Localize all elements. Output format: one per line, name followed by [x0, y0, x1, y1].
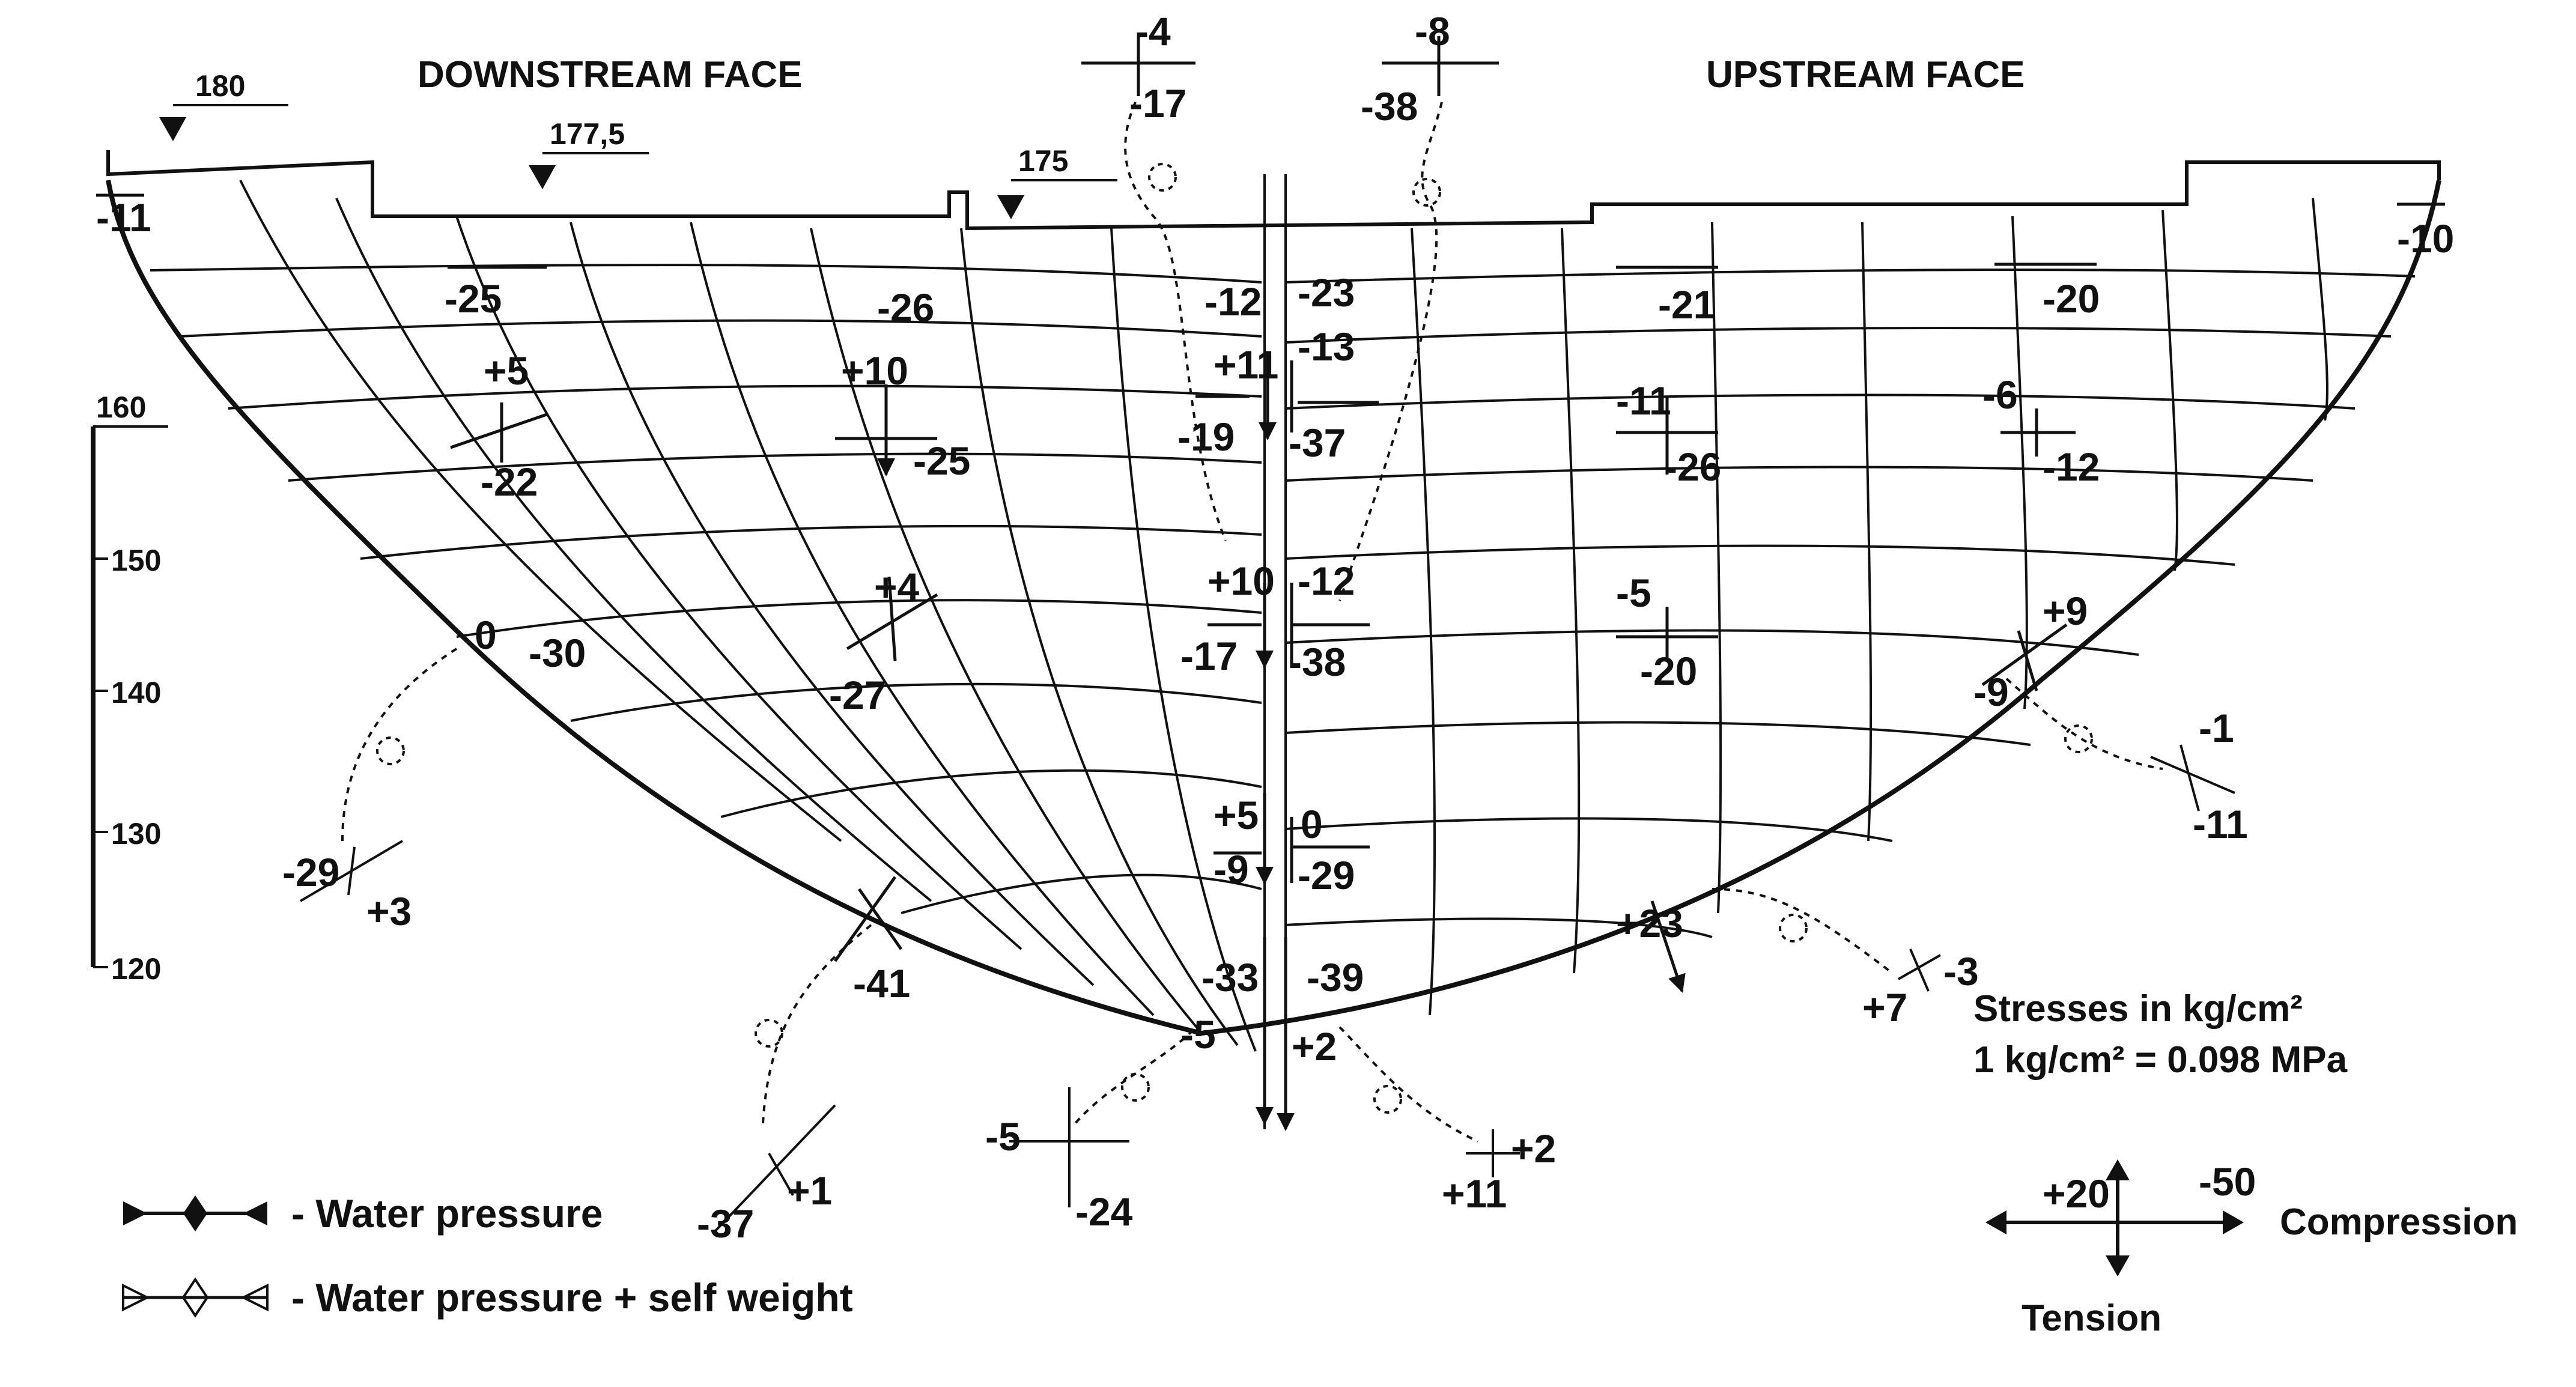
stress-b29: -29 [282, 850, 339, 894]
stress-u39: -39 [1307, 955, 1364, 1000]
stress-d9: -9 [1214, 847, 1249, 891]
stress-crest-left: -11 [96, 195, 151, 240]
stress-u20b: -20 [1640, 649, 1697, 693]
stress-d0: 0 [475, 613, 497, 657]
stress-f1: +1 [787, 1168, 832, 1213]
key-tension-label: Tension [2022, 1297, 2161, 1339]
stress-top-m38: -38 [1361, 84, 1418, 129]
stress-u29: -29 [1298, 853, 1355, 897]
legend: - Water pressure - Water pressure + self… [122, 1191, 853, 1320]
stress-d25: -25 [445, 276, 502, 321]
stress-u20: -20 [2043, 276, 2100, 321]
stress-d27: -27 [829, 673, 886, 717]
scale-130: 130 [111, 817, 161, 851]
stress-dp11: +11 [1214, 342, 1278, 387]
stress-d26: -26 [877, 285, 934, 330]
stress-um13: -13 [1298, 324, 1355, 369]
stress-f37: -37 [697, 1201, 754, 1246]
key-compression-value: -50 [2199, 1159, 2256, 1204]
stress-dp5: +5 [484, 348, 529, 393]
elevation-177-5: 177,5 [550, 117, 625, 151]
key-tension-value: +20 [2043, 1171, 2110, 1216]
stress-u23: -23 [1298, 270, 1355, 315]
stress-d19: -19 [1177, 414, 1235, 459]
stress-u21: -21 [1658, 282, 1715, 327]
stress-top-m8: -8 [1415, 9, 1450, 53]
elevation-175: 175 [1018, 144, 1068, 178]
stress-um5: -5 [1616, 571, 1651, 615]
stress-u0: 0 [1301, 802, 1323, 846]
stress-f5: -5 [985, 1114, 1021, 1159]
stress-um12: -12 [1298, 559, 1355, 603]
stress-d25b: -25 [913, 439, 970, 483]
scale-120: 120 [111, 952, 161, 986]
units-line-1: Stresses in kg/cm² [1973, 988, 2303, 1030]
stress-r7: +7 [1862, 985, 1907, 1030]
stress-f11: +11 [1442, 1171, 1507, 1216]
scale-160: 160 [96, 390, 146, 424]
stress-crest-right: -10 [2397, 216, 2454, 261]
stress-top-m4: -4 [1135, 9, 1171, 53]
stress-u37: -37 [1289, 420, 1346, 465]
stress-um6: -6 [1982, 372, 2018, 417]
stress-up23: +23 [1616, 901, 1683, 945]
stress-um11: -11 [1616, 378, 1671, 423]
stress-r1: -1 [2199, 706, 2234, 750]
legend-water-pressure-self-weight: - Water pressure + self weight [291, 1275, 853, 1320]
elevation-180: 180 [195, 69, 245, 103]
stress-u9: -9 [1973, 670, 2009, 714]
stress-u2: +2 [1292, 1024, 1337, 1069]
key-compression-label: Compression [2280, 1201, 2518, 1243]
stress-d12: -12 [1204, 279, 1262, 324]
elevation-scale: 160 150 140 130 120 [91, 390, 168, 986]
legend-water-pressure: - Water pressure [291, 1191, 603, 1236]
stress-f24: -24 [1075, 1189, 1133, 1234]
stress-d5: -5 [1180, 1012, 1216, 1057]
stress-b41: -41 [853, 961, 910, 1006]
stress-symbols [96, 36, 2445, 1131]
scale-140: 140 [111, 676, 161, 709]
self-weight-symbols [299, 744, 2235, 1233]
stress-u38: -38 [1289, 640, 1346, 684]
downstream-face-title: DOWNSTREAM FACE [418, 54, 803, 96]
units-line-2: 1 kg/cm² = 0.098 MPa [1973, 1039, 2348, 1081]
scale-150: 150 [111, 544, 161, 577]
stress-r11: -11 [2193, 802, 2248, 846]
upstream-face-title: UPSTREAM FACE [1706, 54, 2025, 96]
leader-lines [341, 102, 2163, 1143]
leader-circles [376, 163, 2093, 1114]
stress-dp4: +4 [874, 565, 920, 609]
stress-up9: +9 [2043, 589, 2088, 633]
stress-b3: +3 [366, 889, 412, 933]
stress-d17: -17 [1180, 634, 1238, 678]
mesh-grid [150, 180, 2416, 1052]
stress-u26: -26 [1664, 445, 1721, 489]
stress-dp10b: +10 [1208, 559, 1275, 603]
crest-elevations: 180 177,5 175 [159, 69, 1117, 219]
stress-dp10: +10 [841, 348, 908, 393]
stress-d33: -33 [1201, 955, 1259, 1000]
stress-values: -4 -17 -8 -38 -11 -10 -25 -26 -12 -23 -2… [96, 9, 2454, 1246]
stress-top-m17: -17 [1129, 81, 1186, 126]
stress-r3: -3 [1943, 949, 1979, 994]
units-note: Stresses in kg/cm² 1 kg/cm² = 0.098 MPa [1973, 988, 2348, 1081]
sign-key: +20 -50 Compression Tension [1985, 1159, 2518, 1339]
stress-f2: +2 [1511, 1126, 1556, 1171]
stress-d22: -22 [481, 460, 538, 504]
stress-d30: -30 [529, 631, 586, 675]
stress-u12: -12 [2043, 445, 2100, 489]
stress-dp5c: +5 [1214, 793, 1259, 837]
